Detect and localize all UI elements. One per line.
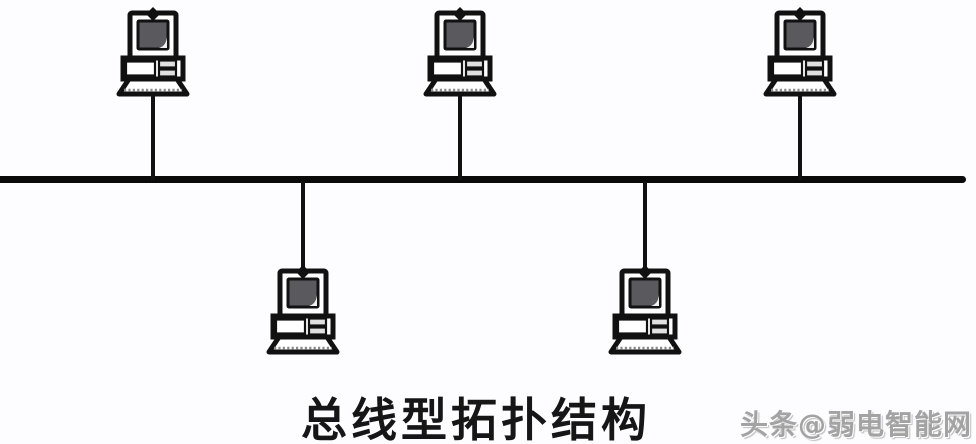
computer-icon bbox=[266, 265, 340, 355]
keyboard bbox=[423, 76, 497, 97]
screen-highlight-icon bbox=[651, 295, 659, 306]
grille-top bbox=[804, 59, 825, 69]
monitor-screen bbox=[628, 277, 662, 309]
drive-panel bbox=[616, 318, 649, 335]
grille-top bbox=[307, 317, 328, 327]
computer-icon bbox=[116, 7, 190, 97]
keyboard bbox=[763, 76, 837, 97]
diamond-icon bbox=[793, 7, 807, 21]
grille-top bbox=[649, 317, 670, 327]
keyboard bbox=[608, 334, 682, 355]
watermark: 头条@弱电智能网 bbox=[739, 408, 972, 441]
monitor-screen bbox=[286, 277, 320, 309]
grille-bottom bbox=[464, 68, 485, 78]
bus-line bbox=[0, 176, 966, 183]
grille-bottom bbox=[157, 68, 178, 78]
screen-highlight-icon bbox=[309, 295, 317, 306]
screen-highlight-icon bbox=[466, 37, 474, 48]
connector-line bbox=[301, 181, 305, 269]
screen-highlight-icon bbox=[159, 37, 167, 48]
drive-panel bbox=[274, 318, 307, 335]
grille-bottom bbox=[804, 68, 825, 78]
monitor-screen bbox=[136, 19, 170, 51]
drive-panel bbox=[771, 60, 804, 77]
connector-line bbox=[458, 92, 462, 180]
connector-line bbox=[643, 181, 647, 269]
screen-highlight-icon bbox=[806, 37, 814, 48]
connector-line bbox=[151, 92, 155, 180]
monitor-screen bbox=[783, 19, 817, 51]
connector-line bbox=[798, 92, 802, 180]
computer-icon bbox=[763, 7, 837, 97]
diamond-icon bbox=[296, 265, 310, 279]
computer-icon bbox=[423, 7, 497, 97]
diamond-icon bbox=[146, 7, 160, 21]
grille-top bbox=[464, 59, 485, 69]
diamond-icon bbox=[638, 265, 652, 279]
grille-top bbox=[157, 59, 178, 69]
grille-bottom bbox=[649, 326, 670, 336]
computer-icon bbox=[608, 265, 682, 355]
diagram-title: 总线型拓扑结构 bbox=[301, 393, 651, 444]
monitor-screen bbox=[443, 19, 477, 51]
keyboard bbox=[266, 334, 340, 355]
keyboard bbox=[116, 76, 190, 97]
grille-bottom bbox=[307, 326, 328, 336]
drive-panel bbox=[124, 60, 157, 77]
diamond-icon bbox=[453, 7, 467, 21]
drive-panel bbox=[431, 60, 464, 77]
